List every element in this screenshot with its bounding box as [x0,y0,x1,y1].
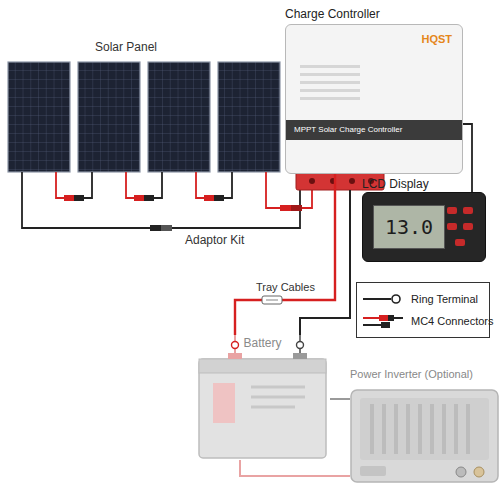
panel-leads [22,172,312,228]
mc4-connector [64,195,224,201]
legend-text: MC4 Connectors [411,315,494,327]
legend-sample [361,313,405,329]
battery-illustration [195,335,330,460]
component-heading: Charge Controller [285,6,463,22]
legend-sample [361,291,405,307]
inline-fuse [262,296,282,304]
vent-slots [300,65,360,105]
brand-logo: HQST [421,33,452,45]
component-heading: Power Inverter (Optional) [350,366,499,382]
cable [330,398,350,400]
legend-entry: MC4 Connectors [361,310,485,332]
solar-panel [8,62,280,172]
meter-button [455,239,465,246]
meter-button [463,223,473,230]
label-band: MPPT Solar Charge Controller [286,120,462,140]
cable-label: Adaptor Kit [185,233,244,247]
legend-entry: Ring Terminal [361,288,485,310]
group-label: Solar Panel [95,40,157,54]
component-heading: Battery [195,335,330,351]
remote-meter-housing: 13.0 [362,192,486,262]
component-heading: LCD Display [362,176,486,192]
node-inv: Power Inverter (Optional) [350,366,499,484]
meter-button [447,207,457,214]
device-label: MPPT Solar Charge Controller [286,120,462,140]
controller-housing: HQST MPPT Solar Charge Controller [285,24,463,174]
cable [463,124,472,192]
display-reading: 13.0 [374,206,444,248]
legend-box: Ring TerminalMC4 Connectors [356,282,490,338]
node-lcd: LCD Display 13.0 [362,176,486,262]
legend-text: Ring Terminal [411,293,478,305]
node-bat: Battery [195,335,330,460]
edge-label: Tray Cables [254,281,317,293]
lcd-screen: 13.0 [373,205,445,249]
inverter-positive-cable [240,460,350,476]
cable [235,174,335,335]
mc4-connector [150,205,302,231]
node-ctrl: Charge ControllerHQST MPPT Solar Charge C… [285,6,463,174]
meter-button [463,207,473,214]
meter-button [447,223,457,230]
inverter-housing [350,384,499,484]
negative-tray-cable [300,190,350,335]
